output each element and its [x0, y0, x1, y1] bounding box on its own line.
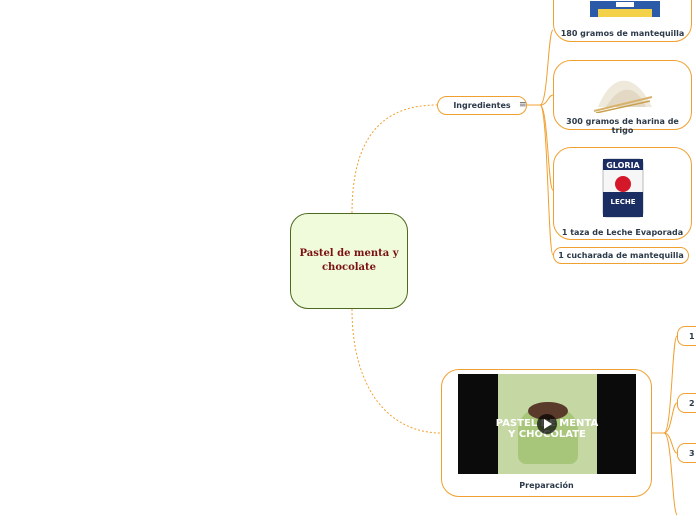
ingredients-label: Ingredientes — [453, 101, 511, 110]
step-node-3[interactable]: 3 — [677, 443, 696, 463]
flour-pile-image — [593, 80, 653, 113]
cake-video-thumbnail — [498, 374, 597, 474]
ingredient-label-butter: 180 gramos de mantequilla — [560, 29, 685, 38]
milk-can-brand: GLORIA — [606, 161, 640, 170]
ingredient-label-spoon-butter: 1 cucharada de mantequilla — [558, 251, 684, 260]
ingredient-card-flour[interactable]: 300 gramos de harina de trigo — [553, 60, 692, 135]
step-number-2: 2 — [689, 399, 695, 408]
step-node-1[interactable]: 1 — [677, 326, 696, 346]
root-topic-label: Pastel de menta y chocolate — [299, 248, 399, 273]
milk-can-image: GLORIA LECHE — [602, 158, 644, 218]
ingredient-card-spoon-butter[interactable]: 1 cucharada de mantequilla — [553, 247, 689, 264]
play-button[interactable] — [537, 414, 557, 434]
step-number-3: 3 — [689, 449, 695, 458]
ingredient-card-milk[interactable]: GLORIA LECHE 1 taza de Leche Evaporada — [553, 147, 692, 240]
ingredient-label-flour: 300 gramos de harina de trigo — [566, 117, 679, 135]
milk-can-product: LECHE — [610, 198, 635, 206]
hamburger-menu-icon[interactable]: ≡ — [519, 100, 527, 110]
ingredients-node[interactable]: Ingredientes — [437, 96, 527, 115]
butter-package-image — [590, 1, 660, 17]
step-node-2[interactable]: 2 — [677, 393, 696, 413]
play-icon — [544, 419, 552, 429]
ingredient-label-milk: 1 taza de Leche Evaporada — [561, 228, 684, 237]
ingredient-card-butter[interactable]: 180 gramos de mantequilla — [553, 0, 692, 42]
video-player[interactable]: PASTEL DE MENTA Y CHOCOLATE — [458, 374, 636, 474]
root-topic[interactable]: Pastel de menta y chocolate — [290, 213, 408, 309]
preparation-node[interactable]: PASTEL DE MENTA Y CHOCOLATE Preparación — [441, 369, 652, 497]
step-number-1: 1 — [689, 332, 695, 341]
preparation-label: Preparación — [519, 481, 574, 490]
